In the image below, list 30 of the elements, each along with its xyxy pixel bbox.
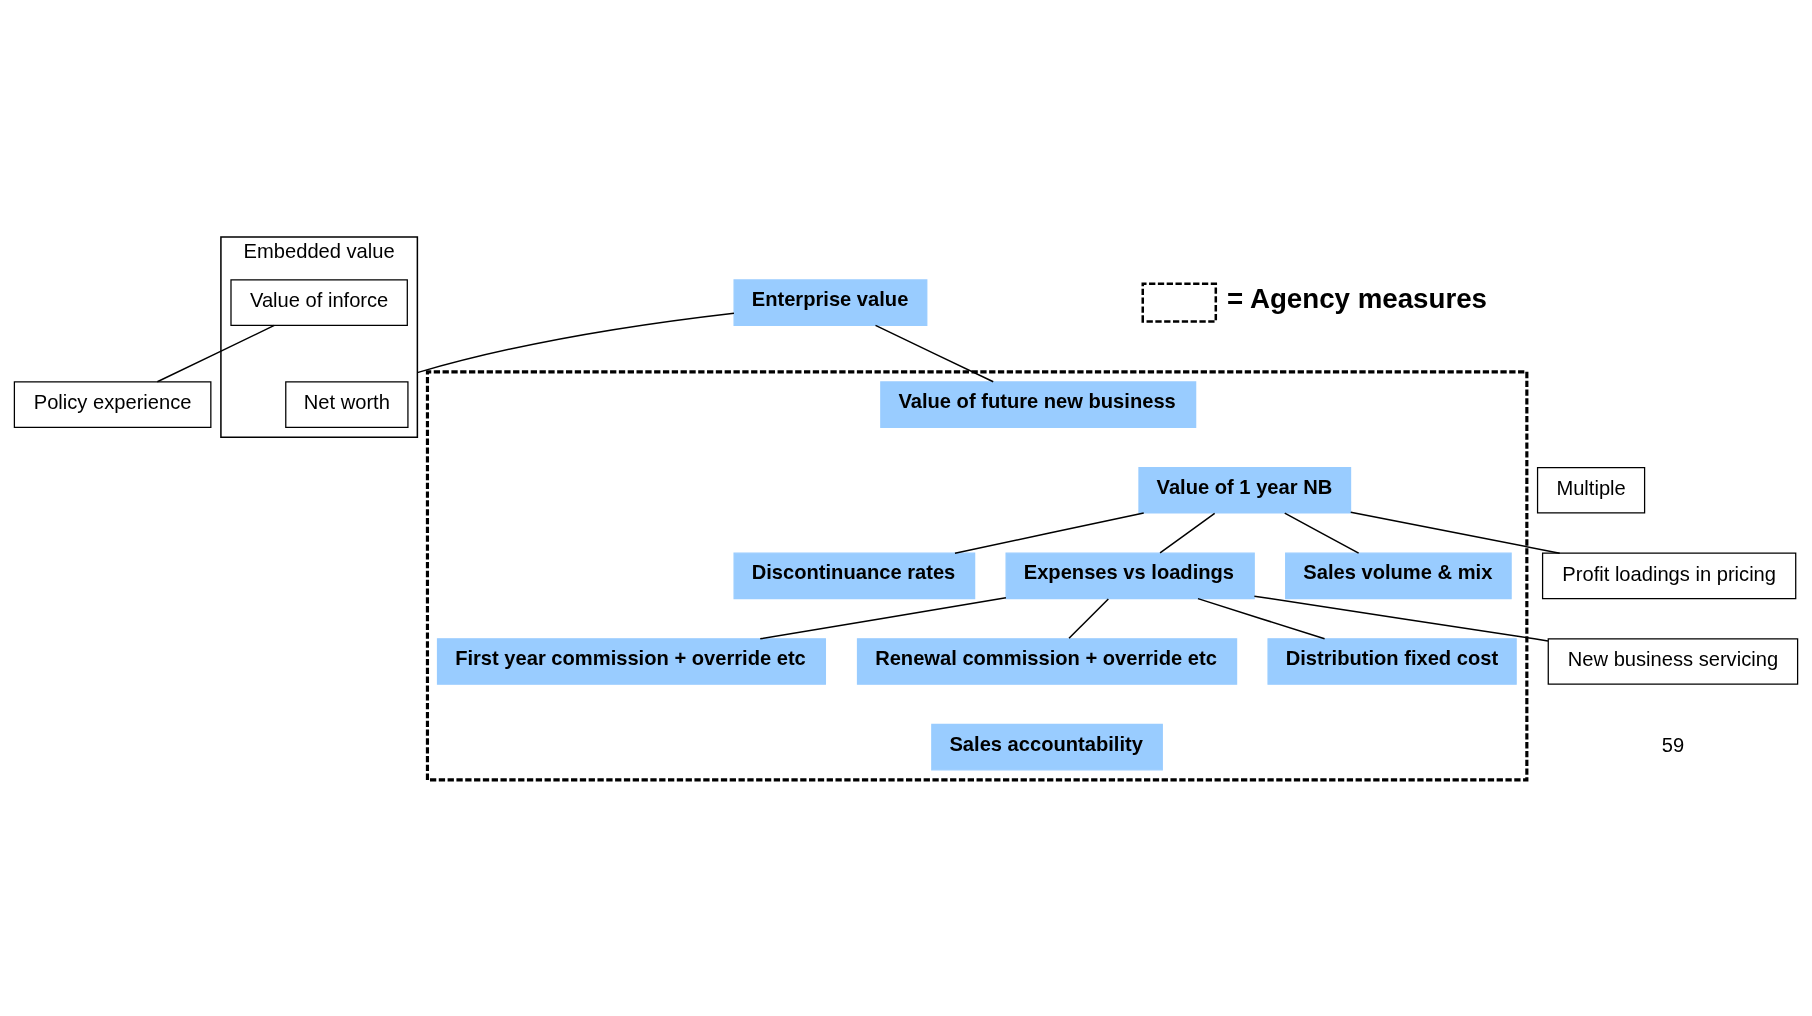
legend-label: = Agency measures: [1227, 282, 1487, 314]
node-box: Value of inforce: [230, 278, 408, 326]
connector: [1350, 511, 1561, 554]
connector: [1159, 512, 1216, 554]
node-box: New business servicing: [1547, 637, 1799, 685]
connector: [1068, 597, 1110, 639]
node-box: Sales accountability: [931, 723, 1163, 770]
node-box: Multiple: [1536, 466, 1646, 514]
node-box: Distribution fixed cost: [1267, 637, 1517, 685]
connector: [1253, 594, 1549, 642]
connector: [874, 324, 994, 383]
node-box: Sales volume & mix: [1285, 552, 1512, 599]
node-box: Expenses vs loadings: [1005, 552, 1255, 599]
connector: [954, 511, 1145, 554]
connector: [1283, 511, 1360, 554]
node-box: Value of future new business: [880, 380, 1197, 428]
node-box: Enterprise value: [733, 278, 928, 326]
node-box: First year commission + override etc: [436, 637, 827, 685]
node-box: Policy experience: [13, 380, 212, 428]
connector: [156, 324, 276, 383]
node-box: Profit loadings in pricing: [1541, 552, 1797, 599]
node-box: Value of 1 year NB: [1138, 466, 1352, 514]
connector: [416, 311, 735, 373]
node-box: Renewal commission + override etc: [856, 637, 1238, 685]
connector: [1197, 597, 1326, 640]
connector: [759, 596, 1007, 640]
node-box: Discontinuance rates: [733, 552, 976, 599]
cluster: [425, 369, 1529, 781]
label: 59: [1661, 733, 1685, 756]
node-box: Net worth: [285, 380, 409, 428]
